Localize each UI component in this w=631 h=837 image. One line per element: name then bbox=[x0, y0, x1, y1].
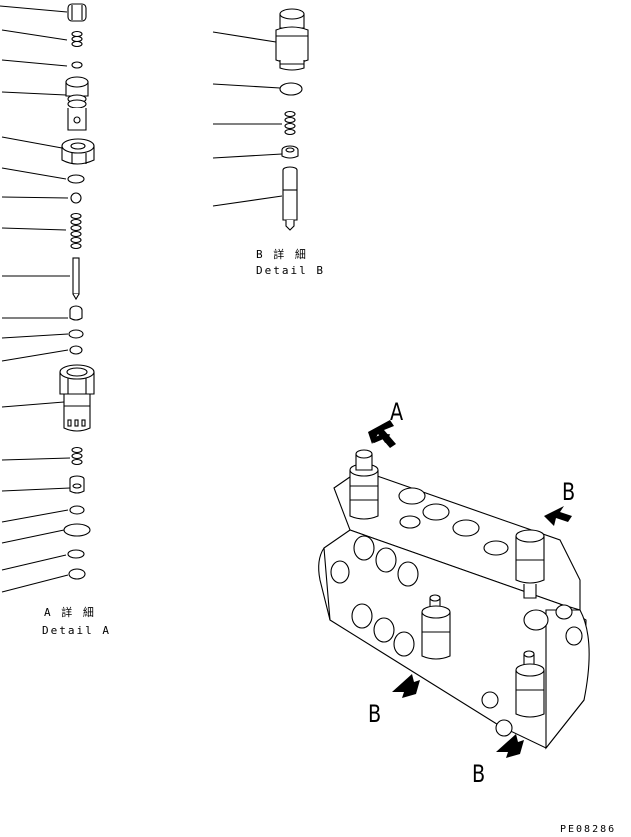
detail-a-parts bbox=[59, 3, 95, 580]
detail-b-label-en: Detail B bbox=[256, 264, 325, 277]
spring-part bbox=[284, 110, 296, 136]
callout-b-bottom: B bbox=[472, 760, 486, 788]
o-ring-part bbox=[71, 61, 83, 69]
arrow-a-head-icon bbox=[368, 420, 396, 448]
plug-part bbox=[65, 76, 89, 131]
callout-b-left: B bbox=[368, 700, 382, 728]
callout-arrows bbox=[368, 420, 572, 758]
valve-b-cartridge-2 bbox=[421, 594, 451, 660]
valve-body-part bbox=[59, 364, 95, 432]
callout-a: A bbox=[390, 398, 404, 426]
washer-part bbox=[68, 329, 84, 339]
valve-b-cartridge-3 bbox=[515, 650, 545, 718]
spacer-part bbox=[69, 475, 85, 494]
spring-part bbox=[71, 30, 83, 48]
backup-ring-part bbox=[69, 505, 85, 515]
detail-b-parts bbox=[275, 8, 309, 231]
detail-a-label-en: Detail A bbox=[42, 624, 111, 637]
seat-part bbox=[69, 305, 83, 321]
spring-part bbox=[70, 212, 82, 250]
o-ring-part bbox=[69, 345, 83, 355]
arrow-b1-icon bbox=[544, 506, 572, 526]
hex-nut-part bbox=[67, 3, 87, 22]
detail-a-label-jp: A 詳 細 bbox=[44, 606, 96, 619]
valve-a-cartridge bbox=[349, 449, 379, 520]
leader-lines-detail-b bbox=[212, 31, 283, 207]
o-ring-large-part bbox=[63, 523, 91, 537]
arrow-b3-icon bbox=[496, 734, 524, 758]
arrow-b2-icon bbox=[392, 674, 420, 698]
o-ring-part bbox=[67, 174, 85, 184]
detail-b-label-jp: B 詳 細 bbox=[256, 248, 308, 261]
spring-part bbox=[71, 446, 83, 466]
callout-b-right: B bbox=[562, 478, 576, 506]
leader-lines-detail-a bbox=[0, 5, 71, 593]
control-valve-assembly bbox=[318, 449, 590, 750]
o-ring-part bbox=[67, 549, 85, 559]
lock-nut-part bbox=[61, 138, 95, 165]
poppet-part bbox=[282, 166, 298, 231]
ball-part bbox=[70, 192, 82, 204]
o-ring-part bbox=[68, 568, 86, 580]
valve-b-cartridge-1 bbox=[515, 529, 545, 599]
drawing-code: PE08286 bbox=[560, 824, 617, 835]
relief-valve-cap-part bbox=[275, 8, 309, 71]
poppet-pin-part bbox=[72, 257, 80, 301]
seat-ring-part bbox=[281, 145, 299, 159]
o-ring-part bbox=[279, 82, 303, 96]
